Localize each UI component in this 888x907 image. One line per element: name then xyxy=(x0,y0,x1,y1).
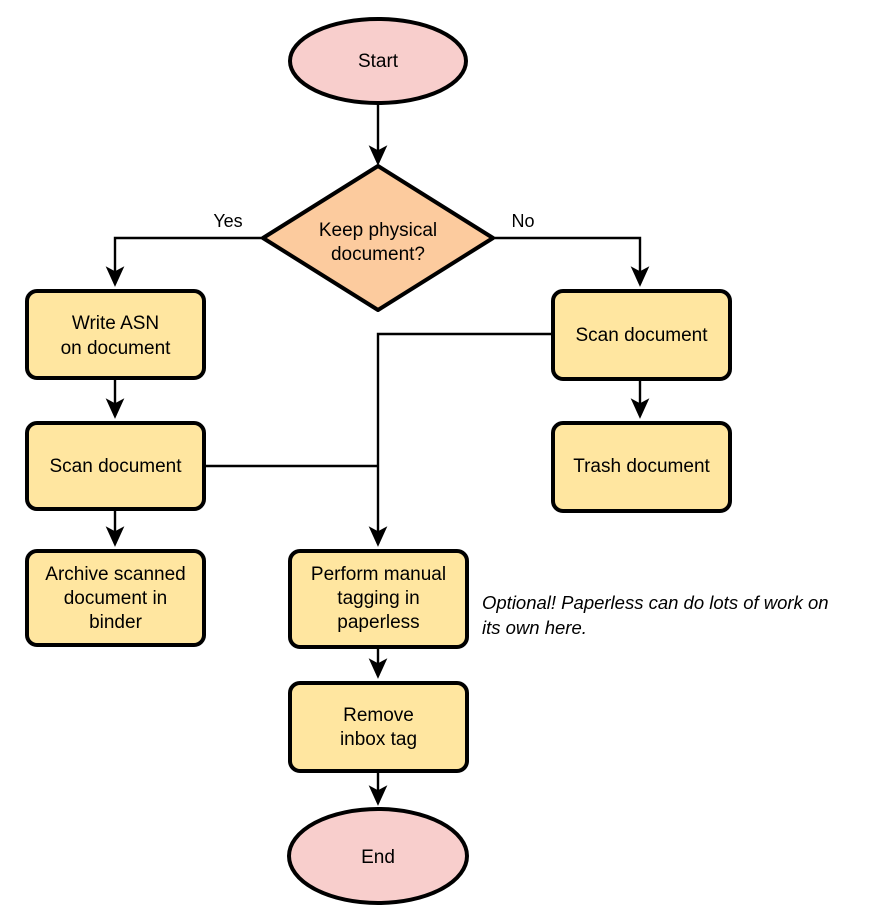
remove-inbox-label-line1: Remove xyxy=(343,705,414,726)
remove-inbox-box-shape xyxy=(288,681,469,773)
manual-tagging-box-shape xyxy=(288,549,469,649)
node-decision-keep-physical-document[interactable]: Keep physical document? xyxy=(261,164,495,312)
scan-left-label: Scan document xyxy=(49,456,182,477)
node-trash-document[interactable]: Trash document xyxy=(551,421,732,513)
edge-decision-no-to-scan-right xyxy=(494,236,650,287)
manual-tagging-label-line3: paperless xyxy=(337,612,419,633)
archive-label-line2: document in xyxy=(64,588,168,609)
decision-diamond-shape xyxy=(261,164,495,312)
end-label: End xyxy=(361,847,395,868)
remove-inbox-label-line2: inbox tag xyxy=(340,729,417,750)
end-ellipse-shape xyxy=(287,807,469,905)
manual-tagging-label-line2: tagging in xyxy=(337,588,419,609)
node-archive-scanned-document[interactable]: Archive scanned document in binder xyxy=(25,549,206,647)
node-perform-manual-tagging[interactable]: Perform manual tagging in paperless xyxy=(288,549,469,649)
annotation-optional-note: Optional! Paperless can do lots of work … xyxy=(482,592,829,638)
node-remove-inbox-tag[interactable]: Remove inbox tag xyxy=(288,681,469,773)
scan-right-box-shape xyxy=(551,289,732,381)
node-scan-document-left[interactable]: Scan document xyxy=(25,421,206,511)
optional-note-line2: its own here. xyxy=(482,617,587,638)
node-end[interactable]: End xyxy=(287,807,469,905)
scan-left-box-shape xyxy=(25,421,206,511)
scan-right-label: Scan document xyxy=(575,325,708,346)
optional-note-line1: Optional! Paperless can do lots of work … xyxy=(482,592,829,613)
start-ellipse-shape xyxy=(288,17,468,105)
trash-label: Trash document xyxy=(573,456,710,477)
decision-label-line2: document? xyxy=(331,244,425,265)
write-asn-label-line2: on document xyxy=(61,338,172,359)
archive-box-shape xyxy=(25,549,206,647)
trash-box-shape xyxy=(551,421,732,513)
node-write-asn[interactable]: Write ASN on document xyxy=(25,289,206,380)
decision-label-line1: Keep physical xyxy=(319,220,437,241)
edge-scan-right-to-manual-tagging xyxy=(368,332,551,547)
archive-label-line3: binder xyxy=(89,612,142,633)
node-start[interactable]: Start xyxy=(288,17,468,105)
archive-label-line1: Archive scanned xyxy=(45,564,185,585)
edge-label-yes: Yes xyxy=(213,211,242,231)
node-scan-document-right[interactable]: Scan document xyxy=(551,289,732,381)
edge-decision-yes-to-write-asn xyxy=(105,236,262,287)
manual-tagging-label-line1: Perform manual xyxy=(311,564,446,585)
edge-label-no: No xyxy=(511,211,534,231)
start-label: Start xyxy=(358,51,399,72)
write-asn-label-line1: Write ASN xyxy=(72,313,159,334)
write-asn-box-shape xyxy=(25,289,206,380)
